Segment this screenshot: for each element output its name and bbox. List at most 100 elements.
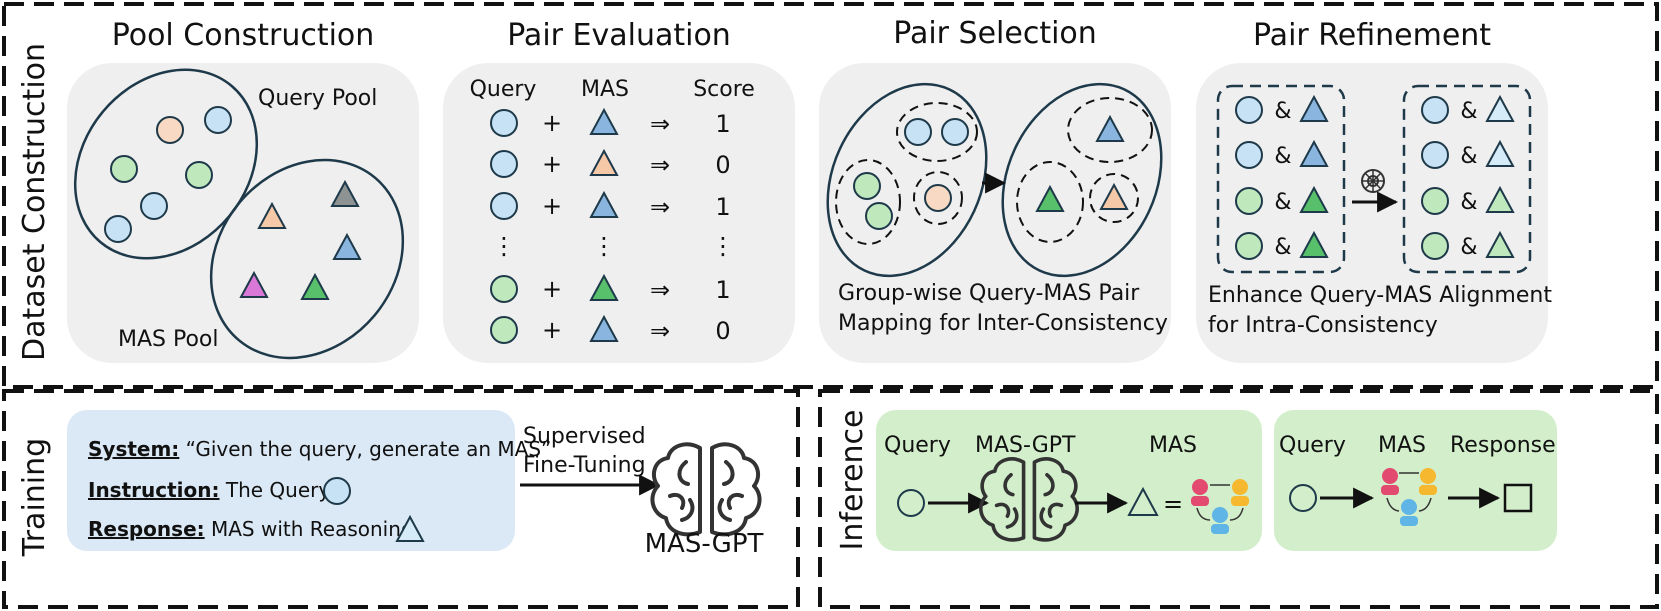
refine-pair: &: [1235, 185, 1329, 215]
query-group-oval: [826, 82, 988, 278]
system-line: System: “Given the query, generate an MA…: [88, 437, 551, 461]
plus-sign: +: [542, 316, 562, 344]
implies-sign: ⇒: [650, 151, 670, 179]
query-circle: [853, 172, 881, 200]
ampersand: &: [1274, 144, 1291, 169]
llm-flower-icon: [1361, 169, 1385, 193]
ampersand: &: [1274, 99, 1291, 124]
response-square: [1503, 483, 1533, 513]
mas-group-oval: [1001, 82, 1163, 278]
agents-icon: [1191, 479, 1249, 534]
plus-sign: +: [542, 109, 562, 137]
ampersand: &: [1460, 235, 1477, 260]
refine-panel: [1196, 63, 1548, 363]
plus-sign: +: [542, 192, 562, 220]
mas-pool-oval: [209, 158, 405, 360]
eval-header-score: Score: [693, 77, 755, 102]
mas-triangle: [332, 232, 362, 260]
query-circle: [1289, 484, 1317, 512]
brain-icon: [650, 442, 762, 537]
refine-pair: &: [1421, 185, 1515, 215]
ellipsis: ⋮: [592, 232, 616, 260]
mas-triangle: [1299, 230, 1329, 258]
ellipsis: ⋮: [711, 232, 735, 260]
inference-query2-label: Query: [1279, 433, 1346, 458]
refine-pair: &: [1421, 94, 1515, 124]
stage-title-eval: Pair Evaluation: [507, 18, 731, 53]
score-value: 0: [715, 317, 730, 345]
query-circle: [865, 202, 893, 230]
query-circle: [490, 316, 518, 344]
query-circle: [490, 109, 518, 137]
score-value: 0: [715, 151, 730, 179]
mas-triangle: [1299, 94, 1329, 122]
mas-triangle: [1485, 185, 1515, 213]
mas-gpt-label: MAS-GPT: [645, 529, 764, 559]
mas-triangle: [1485, 139, 1515, 167]
side-label-training: Training: [17, 438, 52, 557]
mas-triangle: [300, 272, 330, 300]
query-circle: [1235, 141, 1263, 169]
refine-pair: &: [1235, 139, 1329, 169]
query-circle: [204, 106, 232, 134]
group-boundary: [896, 102, 978, 162]
implies-sign: ⇒: [650, 193, 670, 221]
query-circle: [185, 161, 213, 189]
system-label: System:: [88, 437, 179, 461]
dataset-frame: [2, 2, 1659, 389]
instruction-line: Instruction: The Query: [88, 478, 330, 502]
mas-triangle: [1299, 185, 1329, 213]
inference-frame: [818, 389, 1659, 609]
mas-triangle: [1485, 94, 1515, 122]
refine-pair: &: [1421, 230, 1515, 260]
side-label-dataset: Dataset Construction: [17, 43, 52, 361]
mas-triangle: [589, 148, 619, 176]
mas-triangle: [589, 273, 619, 301]
select-caption-1: Group-wise Query-MAS Pair: [838, 281, 1140, 306]
query-pool-label: Query Pool: [258, 86, 377, 111]
plus-sign: +: [542, 150, 562, 178]
query-circle: [1235, 232, 1263, 260]
inference-mas2-label: MAS: [1378, 433, 1426, 458]
refine-after-box: [1402, 84, 1532, 274]
query-circle: [490, 150, 518, 178]
inference-model-label: MAS-GPT: [975, 433, 1076, 458]
inference-mas-label: MAS: [1149, 433, 1197, 458]
group-boundary: [1016, 161, 1084, 243]
side-label-inference: Inference: [835, 410, 870, 551]
query-circle: [1235, 96, 1263, 124]
mas-triangle: [589, 190, 619, 218]
query-circle: [897, 489, 925, 517]
query-circle: [156, 116, 184, 144]
sft-label-1: Supervised: [523, 424, 646, 449]
training-prompt-box: [67, 410, 515, 551]
response-text: MAS with Reasoning: [205, 517, 414, 541]
mas-triangle: [330, 179, 360, 207]
response-label: Response:: [88, 517, 205, 541]
ampersand: &: [1460, 144, 1477, 169]
score-value: 1: [715, 193, 730, 221]
refine-before-box: [1216, 84, 1346, 274]
eval-row: + ⇒ 1: [490, 190, 731, 221]
mas-triangle: [589, 314, 619, 342]
query-circle: [323, 477, 351, 505]
select-caption-2: Mapping for Inter-Consistency: [838, 311, 1168, 336]
response-line: Response: MAS with Reasoning: [88, 517, 414, 541]
eval-header-mas: MAS: [581, 77, 629, 102]
eval-row: + ⇒ 1: [490, 107, 731, 138]
mas-triangle: [589, 107, 619, 135]
plus-sign: +: [542, 275, 562, 303]
eval-header-query: Query: [470, 77, 537, 102]
query-circle: [924, 184, 952, 212]
query-circle: [1421, 141, 1449, 169]
group-boundary: [835, 159, 901, 245]
mas-triangle: [1095, 114, 1125, 142]
mas-triangle: [395, 514, 425, 542]
eval-row: + ⇒ 1: [490, 273, 731, 304]
mas-triangles: [239, 179, 362, 300]
score-value: 1: [715, 276, 730, 304]
mas-pool-label: MAS Pool: [118, 327, 219, 352]
ampersand: &: [1274, 190, 1291, 215]
mas-triangle: [1299, 139, 1329, 167]
refine-pair: &: [1235, 94, 1329, 124]
